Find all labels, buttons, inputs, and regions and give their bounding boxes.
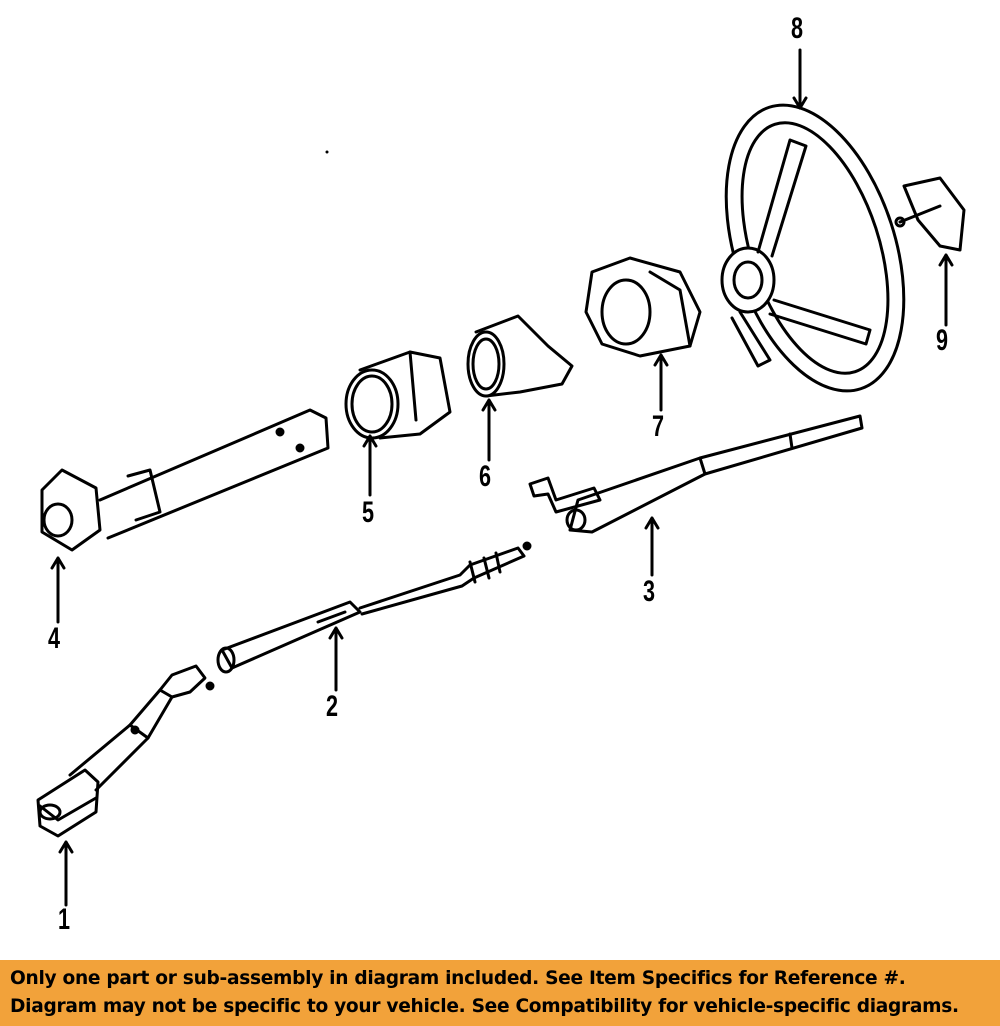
part-4-column-jacket [40,408,330,552]
callout-5: 5 [362,496,375,529]
part-9-horn-cap [894,176,966,252]
part-1-coupling [36,664,215,838]
callout-9: 9 [936,324,949,357]
part-3-upper-tube [528,414,864,534]
callout-7: 7 [652,410,665,443]
disclaimer-line-2: Diagram may not be specific to your vehi… [10,996,959,1017]
callout-8: 8 [791,12,804,45]
callout-2: 2 [326,690,339,723]
part-8-steering-wheel [720,103,906,393]
callout-1: 1 [58,903,71,936]
part-5-sleeve [344,350,452,440]
part-2-shaft [216,541,532,674]
disclaimer-line-1: Only one part or sub-assembly in diagram… [10,968,906,989]
part-6-housing [466,314,574,398]
disclaimer-banner: Only one part or sub-assembly in diagram… [0,960,1000,1026]
callout-4: 4 [48,622,61,655]
steering-column-exploded-diagram [36,48,966,907]
callout-3: 3 [643,575,656,608]
callout-6: 6 [479,460,492,493]
part-7-lock-housing [584,256,702,358]
leader-lines [50,48,954,907]
